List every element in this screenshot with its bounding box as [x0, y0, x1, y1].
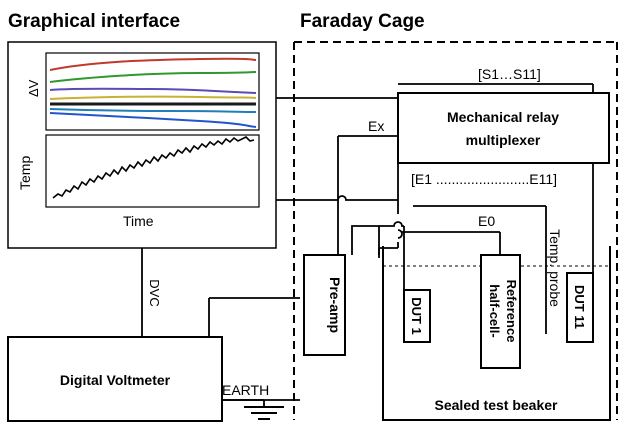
graphical-interface-title: Graphical interface [8, 11, 180, 32]
reference-label-1: Reference [504, 280, 519, 343]
relay-multiplexer-label-2: multiplexer [466, 132, 541, 148]
earth-ground-icon [244, 406, 284, 420]
temperature-plot-frame [45, 134, 260, 208]
faraday-cage-boundary [293, 41, 618, 420]
voltage-trace [49, 95, 257, 100]
voltage-trace [49, 112, 257, 128]
dut11-label: DUT 11 [572, 285, 587, 329]
dut1-label: DUT 1 [409, 297, 424, 335]
e0-label: E0 [478, 213, 495, 229]
wiring [141, 83, 594, 407]
voltage-trace [49, 87, 257, 94]
temperature-axis-label: Temp [17, 156, 33, 190]
dut11-box [566, 272, 594, 343]
beaker-label: Sealed test beaker [435, 397, 559, 413]
dvc-label: DVC [147, 279, 162, 306]
temp-probe-label: Temp. probe [547, 229, 563, 307]
voltage-trace [49, 57, 257, 71]
preamp-label: Pre-amp [327, 277, 343, 333]
reference-half-cell-box [480, 254, 521, 369]
digital-voltmeter-label: Digital Voltmeter [60, 372, 171, 388]
relay-multiplexer-label-1: Mechanical relay [447, 109, 559, 125]
voltage-trace [49, 108, 257, 113]
voltage-trace [49, 71, 257, 83]
preamp-box [303, 254, 346, 356]
e-bus-label: [E1 ........................E11] [411, 171, 557, 187]
voltage-traces [49, 57, 257, 128]
sealed-test-beaker [382, 246, 611, 421]
ex-label: Ex [368, 118, 384, 134]
reference-label-2: half-cell- [487, 284, 502, 337]
time-axis-label: Time [123, 213, 154, 229]
temperature-trace [52, 136, 255, 199]
voltage-axis-label: ΔV [26, 79, 41, 97]
dut1-box [403, 289, 431, 343]
faraday-cage-title: Faraday Cage [300, 11, 425, 32]
relay-multiplexer-box [397, 92, 610, 164]
s-bus-label: [S1…S11] [478, 66, 541, 82]
earth-label: EARTH [222, 382, 269, 398]
digital-voltmeter-box [7, 336, 223, 422]
